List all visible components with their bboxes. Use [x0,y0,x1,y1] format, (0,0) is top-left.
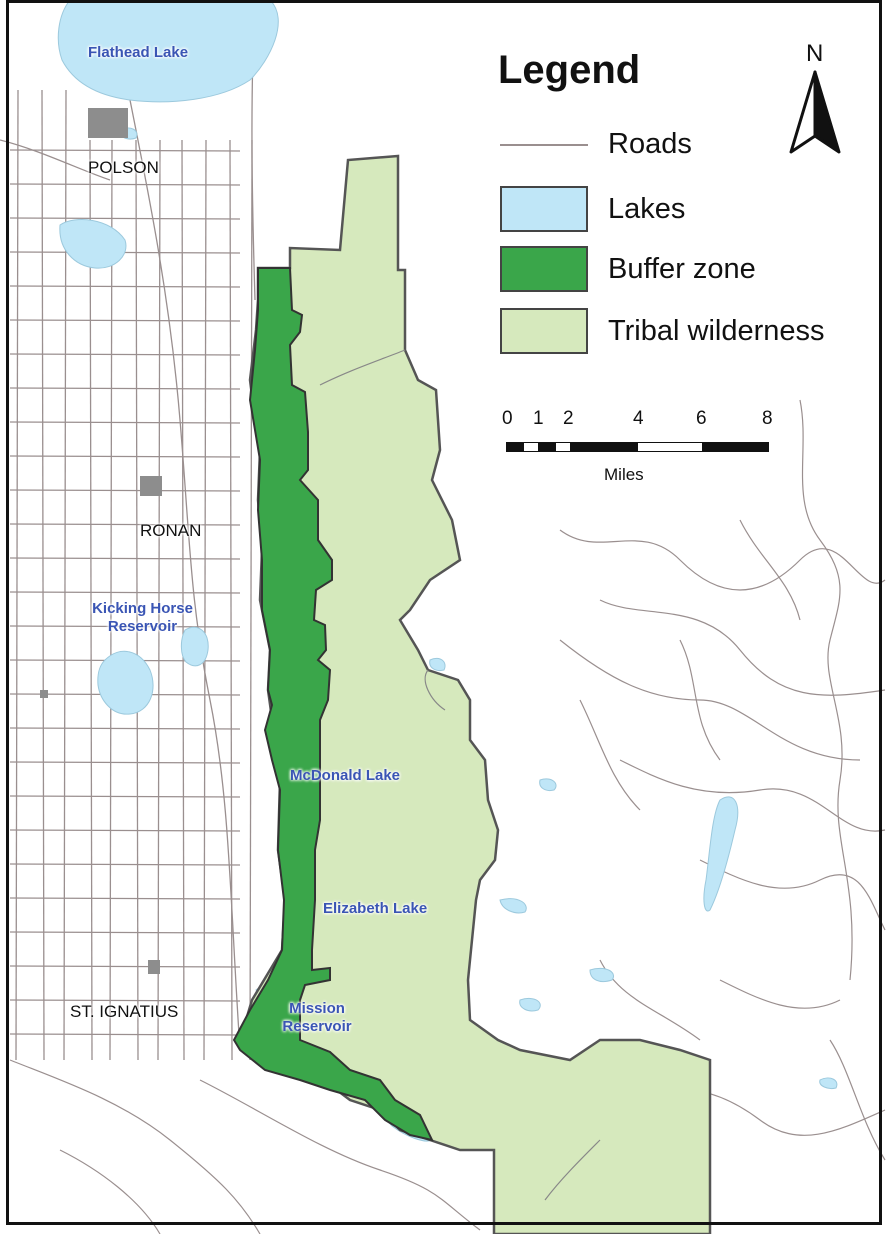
mission-reservoir-label: Mission Reservoir [282,1000,352,1035]
legend-label-roads: Roads [608,128,692,160]
scale-segment [703,442,769,452]
water-layer [57,0,838,1142]
lakes-swatch [500,186,588,232]
scale-segment [571,442,637,452]
scale-tick-2: 2 [563,408,574,429]
legend-label-tribal-wilderness: Tribal wilderness [608,314,825,347]
roads-swatch [500,143,588,146]
ronan-label: RONAN [140,521,202,540]
mcdonald-lake-label: McDonald Lake [290,767,401,784]
flathead-lake-label: Flathead Lake [88,44,189,61]
scale-tick-0: 0 [502,408,513,429]
scale-bar: 0 1 2 4 6 8 Miles [496,408,786,488]
scale-tick-8: 8 [762,408,773,429]
st-ignatius-label: ST. IGNATIUS [70,1002,179,1021]
tribal-wilderness-swatch [500,308,588,354]
scale-segment [637,442,703,452]
eastern-lake-shape [703,796,739,912]
legend-item-tribal-wilderness: Tribal wilderness [500,308,825,354]
legend-item-roads: Roads [500,128,692,161]
legend-label-lakes: Lakes [608,192,686,225]
kicking-horse-reservoir-shape [97,650,154,715]
scale-tick-1: 1 [533,408,544,429]
mountain-roads [9,399,886,1234]
pond-shape [59,219,127,269]
scale-segment [555,442,571,452]
kicking-horse-reservoir-label: Kicking Horse Reservoir [92,600,193,635]
legend-title: Legend [498,48,641,92]
north-arrow-icon [789,70,841,154]
north-letter: N [806,40,824,67]
reservoir-upper-shape [180,626,209,667]
legend-item-buffer-zone: Buffer zone [500,246,756,292]
buffer-zone-swatch [500,246,588,292]
scale-tick-6: 6 [696,408,707,429]
scale-segment [539,442,555,452]
scale-unit-label: Miles [604,465,644,484]
scale-segment [523,442,539,452]
legend-label-buffer-zone: Buffer zone [608,252,756,285]
scale-tick-4: 4 [633,408,644,429]
legend-item-lakes: Lakes [500,186,685,232]
elizabeth-lake-label: Elizabeth Lake [323,900,428,917]
polson-label: POLSON [88,158,159,177]
scale-segment [506,442,523,452]
north-arrow: N [785,40,845,160]
buffer-zone-area [232,267,434,1142]
road-grid [0,0,256,1061]
flathead-lake-shape [57,0,279,103]
internal-boundaries [319,349,601,1201]
town-blocks [40,108,162,974]
